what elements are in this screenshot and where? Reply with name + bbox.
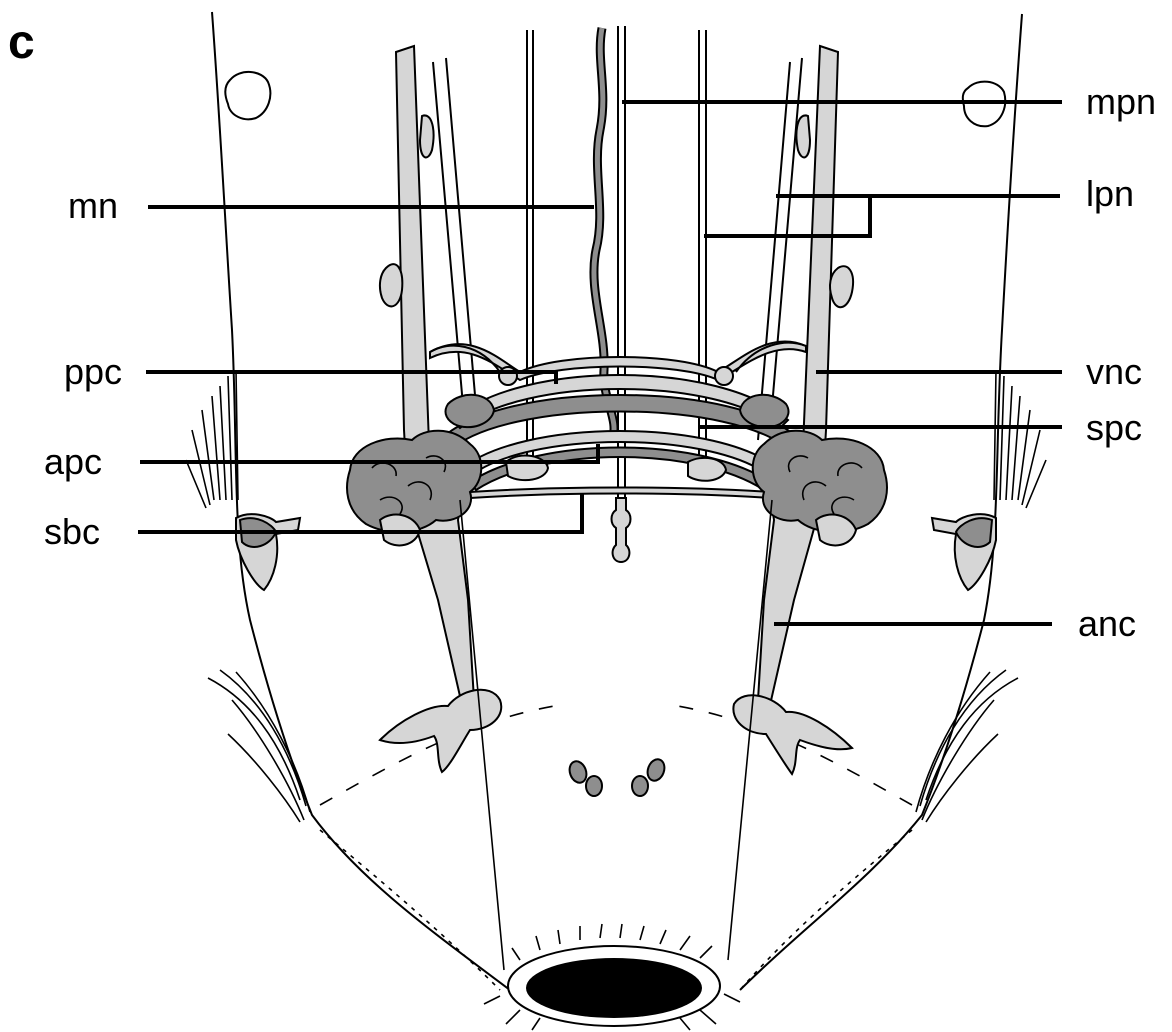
- right-sense-organ-2: [830, 266, 853, 307]
- label-mpn: mpn: [1086, 81, 1156, 122]
- right-lateral-organ: [932, 370, 1046, 590]
- panel-letter: c: [8, 16, 35, 69]
- label-ppc: ppc: [64, 351, 122, 392]
- left-sense-organ-2: [380, 264, 402, 306]
- mouth: [484, 924, 740, 1030]
- central-spots: [567, 757, 668, 796]
- label-apc: apc: [44, 441, 102, 482]
- label-sbc: sbc: [44, 511, 100, 552]
- label-spc: spc: [1086, 407, 1142, 448]
- commissures: [430, 341, 806, 562]
- label-mn: mn: [68, 185, 118, 226]
- left-lateral-organ: [186, 370, 300, 590]
- label-vnc: vnc: [1086, 351, 1142, 392]
- leader-lpn: [704, 196, 1060, 236]
- right-sense-organ-1: [796, 115, 810, 157]
- label-lpn: lpn: [1086, 173, 1134, 214]
- mouth-nerves: [460, 500, 772, 970]
- left-eye-spot: [225, 72, 270, 119]
- right-ventral-organ: [733, 695, 852, 774]
- left-sense-organ-1: [420, 115, 434, 157]
- label-anc: anc: [1078, 603, 1136, 644]
- left-ventral-organ: [380, 690, 501, 772]
- lower-cilia: [208, 670, 1018, 990]
- leader-ppc: [146, 372, 556, 384]
- left-ventral-nerve-cord: [396, 46, 474, 705]
